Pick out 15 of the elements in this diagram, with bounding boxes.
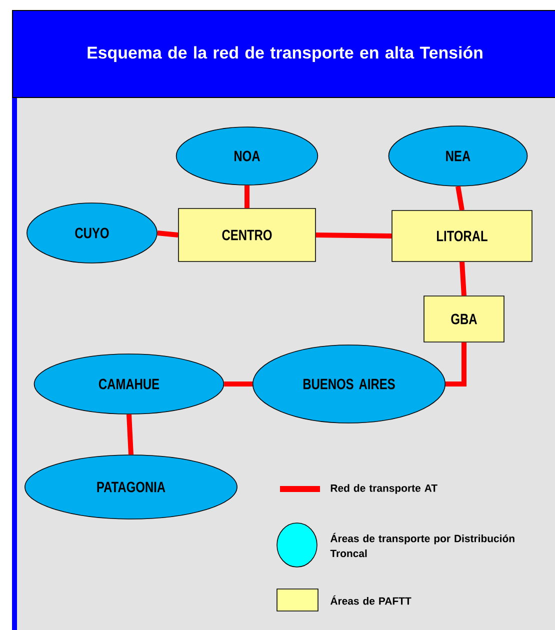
connector-line [224, 382, 252, 386]
legend-label: Red de transporte AT [330, 484, 438, 494]
connector-line [316, 232, 392, 238]
legend-label: Áreas de transporte por Distribución Troncal [330, 532, 514, 558]
connector-line [446, 342, 466, 386]
area-box: LITORAL [392, 210, 532, 262]
title-bar: Esquema de la red de transporte en alta Tensión [12, 10, 555, 98]
connector-line [244, 185, 250, 208]
connector-line [126, 414, 134, 455]
legend-label: Áreas de PAFTT [330, 595, 412, 605]
connector-line [157, 230, 178, 238]
connector-line [460, 262, 466, 296]
area-box: GBA [424, 296, 504, 342]
area-box: CENTRO [178, 208, 316, 262]
connector-line [456, 186, 464, 211]
